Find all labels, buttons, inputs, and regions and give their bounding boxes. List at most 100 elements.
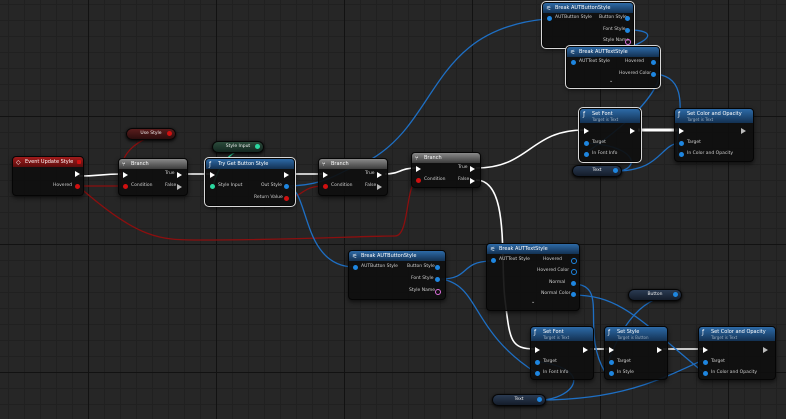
text-variable-top[interactable]: Text — [572, 165, 622, 177]
set-style-exec-out[interactable] — [657, 347, 662, 353]
branch3-false-pin[interactable] — [470, 178, 475, 184]
set-color-top-exec-in[interactable] — [679, 128, 684, 134]
break-btn-mid-font-style-pin[interactable] — [435, 277, 440, 282]
branch-node-2[interactable]: ⑂ Branch True Condition False — [318, 158, 388, 196]
event-exec-out[interactable] — [75, 171, 80, 177]
break-text-top-input-label: AUTText Style — [579, 59, 610, 64]
set-font-top-exec-out[interactable] — [630, 128, 635, 134]
button-variable[interactable]: Button — [628, 289, 682, 301]
break-text-mid-hovered-pin[interactable] — [571, 258, 577, 264]
break-btn-top-style-name-pin[interactable] — [625, 39, 631, 45]
branch3-header: ⑂ Branch — [412, 153, 480, 163]
set-color-top-target-pin[interactable] — [679, 141, 684, 146]
break-btn-mid-style-name-pin[interactable] — [435, 289, 441, 295]
set-font-bottom-exec-out[interactable] — [583, 347, 588, 353]
use-style-variable[interactable]: Use Style — [126, 128, 176, 140]
set-font-top-target-pin[interactable] — [584, 141, 589, 146]
event-delegate-icon[interactable] — [77, 160, 81, 164]
set-style-node[interactable]: ƒ Set Style Target is Button Target In S… — [604, 326, 668, 380]
break-text-mid-hovered-color-pin[interactable] — [571, 269, 577, 275]
break-text-mid-input-pin[interactable] — [491, 258, 496, 263]
branch1-false-pin[interactable] — [177, 184, 182, 190]
break-text-top-input-pin[interactable] — [571, 60, 576, 65]
branch-node-1[interactable]: ⑂ Branch True Condition False — [118, 158, 188, 196]
set-font-node-bottom[interactable]: ƒ Set Font Target is Text Target In Font… — [530, 326, 594, 380]
set-color-node-bottom[interactable]: ƒ Set Color and Opacity Target is Text T… — [698, 326, 776, 380]
set-font-bottom-target-pin[interactable] — [535, 360, 540, 365]
branch-node-3[interactable]: ⑂ Branch True Condition False — [411, 152, 481, 188]
branch3-false-label: False — [458, 177, 470, 182]
break-button-style-node-top[interactable]: ⚟ Break AUTButtonStyle AUTButton Style B… — [541, 1, 635, 49]
branch2-true-pin[interactable] — [377, 172, 382, 178]
set-font-top-exec-in[interactable] — [584, 128, 589, 134]
set-color-bottom-exec-in[interactable] — [703, 347, 708, 353]
event-title: Event Update Style — [25, 159, 74, 165]
break-btn-mid-header: ⚟ Break AUTButtonStyle — [349, 251, 445, 261]
break-btn-top-button-style-pin[interactable] — [625, 16, 630, 21]
branch2-condition-pin[interactable] — [323, 184, 328, 189]
break-text-top-hovered-label: Hovered — [625, 59, 644, 64]
break-text-style-node-top[interactable]: ⚟ Break AUTTextStyle AUTText Style Hover… — [565, 45, 661, 89]
use-style-pin[interactable] — [167, 131, 172, 136]
set-font-node-top[interactable]: ƒ Set Font Target is Text Target In Font… — [578, 107, 642, 163]
set-color-top-color-pin[interactable] — [679, 152, 684, 157]
branch-icon: ⑂ — [322, 161, 326, 168]
style-input-pin[interactable] — [255, 144, 260, 149]
set-font-bottom-font-info-pin[interactable] — [535, 371, 540, 376]
try-get-button-style-node[interactable]: ƒ Try Get Button Style Style Input Out S… — [204, 157, 296, 207]
branch3-true-pin[interactable] — [470, 166, 475, 172]
break-btn-top-font-style-pin[interactable] — [625, 28, 630, 33]
set-color-node-top[interactable]: ƒ Set Color and Opacity Target is Text T… — [674, 108, 754, 162]
set-font-bottom-exec-in[interactable] — [535, 347, 540, 353]
break-btn-mid-input-label: AUTButton Style — [361, 264, 398, 269]
text-bottom-pin[interactable] — [537, 397, 542, 402]
set-style-exec-in[interactable] — [609, 347, 614, 353]
break-btn-mid-style-name-label: Style Name — [409, 288, 436, 293]
event-update-style-node[interactable]: ◇ Event Update Style Hovered — [12, 156, 84, 196]
try-get-header: ƒ Try Get Button Style — [206, 159, 294, 169]
try-get-out-style-pin[interactable] — [284, 184, 289, 189]
text-variable-bottom[interactable]: Text — [492, 394, 546, 406]
break-button-style-node-mid[interactable]: ⚟ Break AUTButtonStyle AUTButton Style B… — [348, 250, 446, 300]
branch1-condition-pin[interactable] — [123, 184, 128, 189]
set-style-in-style-pin[interactable] — [609, 371, 614, 376]
set-font-bottom-header: ƒ Set Font Target is Text — [531, 327, 593, 341]
branch-icon: ⑂ — [415, 155, 419, 162]
function-icon: ƒ — [209, 161, 212, 168]
try-get-exec-in[interactable] — [210, 172, 215, 178]
branch3-condition-pin[interactable] — [416, 178, 421, 183]
break-text-style-node-mid[interactable]: ⚟ Break AUTTextStyle AUTText Style Hover… — [486, 243, 580, 311]
break-text-mid-normal-color-pin[interactable] — [571, 292, 576, 297]
try-get-exec-out[interactable] — [284, 172, 289, 178]
branch3-exec-in[interactable] — [416, 166, 421, 172]
break-text-top-hovered-color-pin[interactable] — [651, 72, 656, 77]
set-color-bottom-exec-out[interactable] — [763, 347, 768, 353]
set-color-bottom-target-pin[interactable] — [703, 360, 708, 365]
style-input-variable[interactable]: Style Input — [212, 141, 264, 153]
event-hovered-pin[interactable] — [75, 184, 80, 189]
try-get-style-input-pin[interactable] — [210, 184, 215, 189]
set-font-top-font-info-pin[interactable] — [584, 152, 589, 157]
break-btn-mid-button-style-pin[interactable] — [435, 265, 440, 270]
break-btn-top-input-pin[interactable] — [547, 16, 552, 21]
expand-chevron-icon[interactable]: ⌄ — [531, 299, 536, 305]
set-color-top-exec-out[interactable] — [741, 128, 746, 134]
set-color-bottom-color-pin[interactable] — [703, 371, 708, 376]
branch2-exec-in[interactable] — [323, 172, 328, 178]
break-btn-top-title: Break AUTButtonStyle — [555, 5, 611, 11]
break-text-top-hovered-pin[interactable] — [651, 60, 656, 65]
try-get-out-style-label: Out Style — [261, 183, 282, 188]
try-get-return-pin[interactable] — [284, 196, 289, 201]
branch2-false-pin[interactable] — [377, 184, 382, 190]
set-font-bottom-font-info-label: In Font Info — [543, 370, 569, 375]
expand-chevron-icon[interactable]: ⌄ — [609, 78, 614, 84]
break-btn-mid-input-pin[interactable] — [353, 265, 358, 270]
break-btn-top-style-name-label: Style Name — [603, 38, 630, 43]
set-style-target-pin[interactable] — [609, 360, 614, 365]
branch1-true-pin[interactable] — [177, 172, 182, 178]
button-var-pin[interactable] — [673, 292, 678, 297]
text-top-pin[interactable] — [613, 168, 618, 173]
break-text-mid-normal-pin[interactable] — [571, 281, 576, 286]
branch1-exec-in[interactable] — [123, 172, 128, 178]
